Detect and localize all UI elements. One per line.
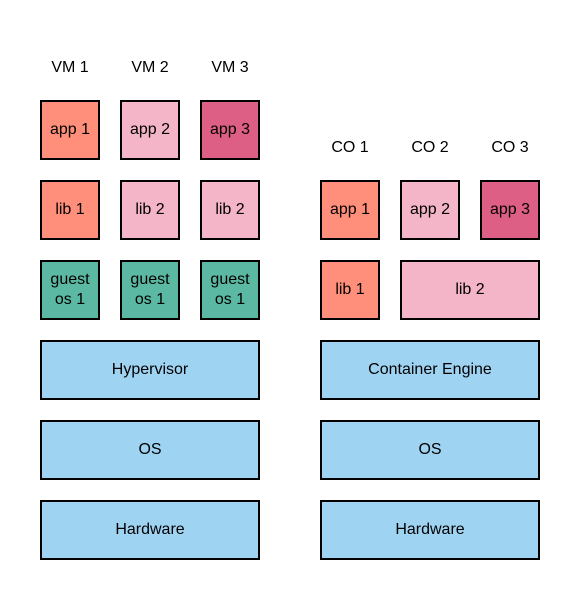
- vm-app-1-box: app 1: [40, 100, 100, 160]
- vm-lib-3-box: lib 2: [200, 180, 260, 240]
- vm-os-box: OS: [40, 420, 260, 480]
- co-3-label: CO 3: [491, 139, 529, 156]
- co-app-1-label: app 1: [329, 201, 371, 218]
- vm-guest-os-1-box: guest os 1: [40, 260, 100, 320]
- vm-3-label: VM 3: [211, 59, 249, 76]
- co-lib-1-box: lib 1: [320, 260, 380, 320]
- hypervisor-box: Hypervisor: [40, 340, 260, 400]
- vm-guest-os-1-line1: guest: [50, 271, 90, 288]
- co-os-label: OS: [418, 441, 442, 458]
- vm-lib-3-label: lib 2: [215, 201, 245, 218]
- co-app-1-box: app 1: [320, 180, 380, 240]
- vm-guest-os-2-line2: os 1: [134, 291, 166, 308]
- container-engine-label: Container Engine: [368, 361, 492, 378]
- vm-hardware-box: Hardware: [40, 500, 260, 560]
- vm-app-1-label: app 1: [49, 121, 91, 138]
- co-1-label: CO 1: [331, 139, 369, 156]
- co-app-3-box: app 3: [480, 180, 540, 240]
- vm-guest-os-3-box: guest os 1: [200, 260, 260, 320]
- vm-lib-1-label: lib 1: [55, 201, 85, 218]
- vm-1-label: VM 1: [51, 59, 89, 76]
- vm-app-2-box: app 2: [120, 100, 180, 160]
- vm-guest-os-3-line1: guest: [210, 271, 250, 288]
- co-hardware-box: Hardware: [320, 500, 540, 560]
- vm-hardware-label: Hardware: [115, 521, 185, 538]
- vm-app-3-box: app 3: [200, 100, 260, 160]
- vm-lib-2-label: lib 2: [135, 201, 165, 218]
- vm-lib-1-box: lib 1: [40, 180, 100, 240]
- co-app-3-label: app 3: [489, 201, 531, 218]
- co-os-box: OS: [320, 420, 540, 480]
- vm-guest-os-2-line1: guest: [130, 271, 170, 288]
- vm-lib-2-box: lib 2: [120, 180, 180, 240]
- co-lib-2-box: lib 2: [400, 260, 540, 320]
- vm-os-label: OS: [138, 441, 162, 458]
- vm-2-label: VM 2: [131, 59, 169, 76]
- co-app-2-label: app 2: [409, 201, 451, 218]
- vm-app-2-label: app 2: [129, 121, 171, 138]
- container-engine-box: Container Engine: [320, 340, 540, 400]
- co-2-label: CO 2: [411, 139, 449, 156]
- co-lib-1-label: lib 1: [335, 281, 365, 298]
- co-lib-2-label: lib 2: [455, 281, 485, 298]
- hypervisor-label: Hypervisor: [111, 361, 189, 378]
- vm-guest-os-2-box: guest os 1: [120, 260, 180, 320]
- co-hardware-label: Hardware: [395, 521, 465, 538]
- vm-guest-os-3-line2: os 1: [214, 291, 246, 308]
- co-app-2-box: app 2: [400, 180, 460, 240]
- vm-guest-os-1-line2: os 1: [54, 291, 86, 308]
- vm-app-3-label: app 3: [209, 121, 251, 138]
